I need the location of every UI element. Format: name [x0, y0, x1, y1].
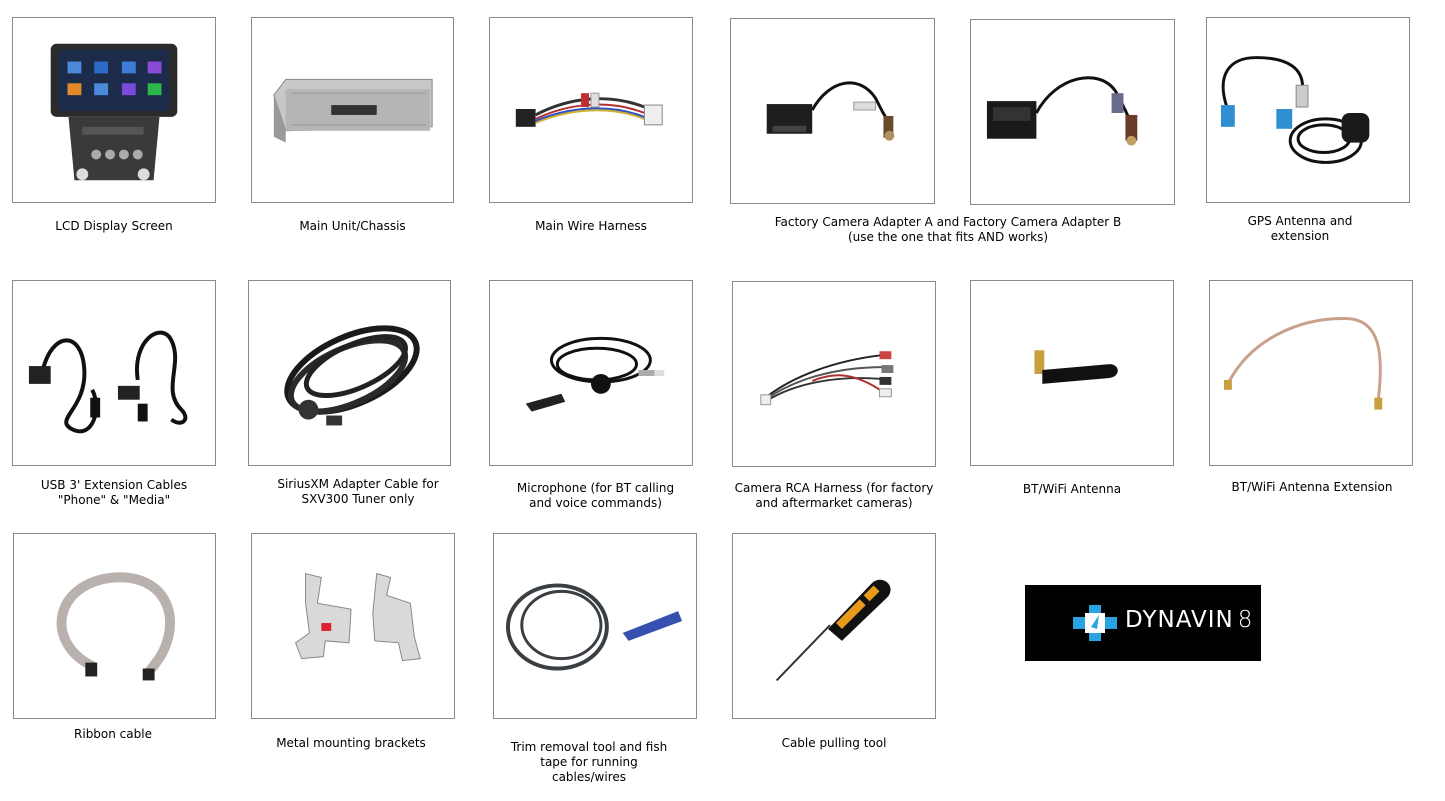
caption-lcd-display: LCD Display Screen	[12, 219, 216, 234]
caption-line-1: BT/WiFi Antenna	[1022, 482, 1122, 496]
caption-camera-adapter: Factory Camera Adapter A and Factory Cam…	[730, 215, 1166, 245]
camera-adapter-icon	[986, 76, 1138, 146]
ribbon-cable-icon	[56, 572, 175, 681]
chassis-icon	[273, 78, 433, 143]
item-usb-cables	[12, 280, 216, 466]
caption-line-1: Main Wire Harness	[535, 219, 647, 233]
caption-line-1: Camera RCA Harness (for factory	[734, 481, 934, 495]
lcd-display-icon	[50, 43, 178, 181]
item-bt-antenna	[970, 280, 1174, 466]
caption-line-1: BT/WiFi Antenna Extension	[1231, 480, 1393, 494]
caption-usb-cables: USB 3' Extension Cables "Phone" & "Media…	[12, 478, 216, 508]
logo-text: DYNAVIN	[1125, 607, 1234, 633]
item-gps-antenna	[1206, 17, 1410, 203]
caption-line-3: cables/wires	[551, 770, 627, 784]
caption-gps-antenna: GPS Antenna and extension	[1200, 214, 1400, 244]
item-rca-harness	[732, 281, 936, 467]
item-ribbon-cable	[13, 533, 216, 719]
caption-line-2: and voice commands)	[529, 496, 662, 510]
caption-trim-tool: Trim removal tool and fish tape for runn…	[489, 740, 689, 785]
caption-ribbon-cable: Ribbon cable	[13, 727, 213, 742]
caption-rca-harness: Camera RCA Harness (for factory and afte…	[732, 481, 936, 511]
wire-harness-icon	[515, 92, 663, 127]
caption-microphone: Microphone (for BT calling and voice com…	[489, 481, 702, 511]
item-main-unit	[251, 17, 454, 203]
caption-line-1: Metal mounting brackets	[276, 736, 426, 750]
caption-line-1: Trim removal tool and fish	[510, 740, 668, 754]
caption-line-2: (use the one that fits AND works)	[847, 230, 1049, 244]
item-microphone	[489, 280, 693, 466]
caption-line-2: and aftermarket cameras)	[755, 496, 913, 510]
camera-adapter-icon	[766, 81, 895, 141]
antenna-extension-icon	[1223, 317, 1383, 410]
gps-antenna-icon	[1220, 56, 1370, 164]
caption-line-1: Microphone (for BT calling	[516, 481, 675, 495]
caption-line-1: Main Unit/Chassis	[299, 219, 406, 233]
usb-cable-icon	[28, 330, 188, 434]
caption-cable-pulling-tool: Cable pulling tool	[732, 736, 936, 751]
item-lcd-display	[12, 17, 216, 203]
dynavin-cross-icon	[1073, 605, 1117, 641]
caption-bt-antenna: BT/WiFi Antenna	[970, 482, 1174, 497]
caption-brackets: Metal mounting brackets	[251, 736, 451, 751]
caption-siriusxm-cable: SiriusXM Adapter Cable for SXV300 Tuner …	[248, 477, 468, 507]
caption-main-harness: Main Wire Harness	[489, 219, 693, 234]
caption-line-2: "Phone" & "Media"	[57, 493, 171, 507]
trim-tool-icon	[505, 583, 683, 671]
caption-line-1: Factory Camera Adapter A and Factory Cam…	[774, 215, 1122, 229]
microphone-icon	[525, 336, 665, 412]
logo-number: 8	[1237, 607, 1254, 633]
caption-line-1: Cable pulling tool	[781, 736, 887, 750]
item-main-harness	[489, 17, 693, 203]
item-brackets	[251, 533, 455, 719]
caption-antenna-extension: BT/WiFi Antenna Extension	[1209, 480, 1415, 495]
caption-line-1: USB 3' Extension Cables	[40, 478, 188, 492]
bracket-icon	[295, 572, 421, 662]
item-cable-pulling-tool	[732, 533, 936, 719]
item-antenna-extension	[1209, 280, 1413, 466]
caption-line-2: tape for running	[540, 755, 638, 769]
caption-main-unit: Main Unit/Chassis	[251, 219, 454, 234]
item-trim-tool	[493, 533, 697, 719]
bt-wifi-antenna-icon	[1034, 350, 1118, 384]
rca-harness-icon	[760, 351, 894, 406]
item-camera-adapter-b	[970, 19, 1175, 205]
siriusxm-cable-icon	[284, 325, 420, 426]
screwdriver-icon	[775, 579, 891, 682]
caption-line-2: SXV300 Tuner only	[301, 492, 415, 506]
caption-line-1: GPS Antenna and	[1247, 214, 1353, 228]
caption-line-1: SiriusXM Adapter Cable for	[277, 477, 439, 491]
caption-line-1: LCD Display Screen	[55, 219, 173, 233]
item-siriusxm-cable	[248, 280, 451, 466]
caption-line-2: extension	[1270, 229, 1330, 243]
caption-line-1: Ribbon cable	[74, 727, 152, 741]
item-camera-adapter-a	[730, 18, 935, 204]
